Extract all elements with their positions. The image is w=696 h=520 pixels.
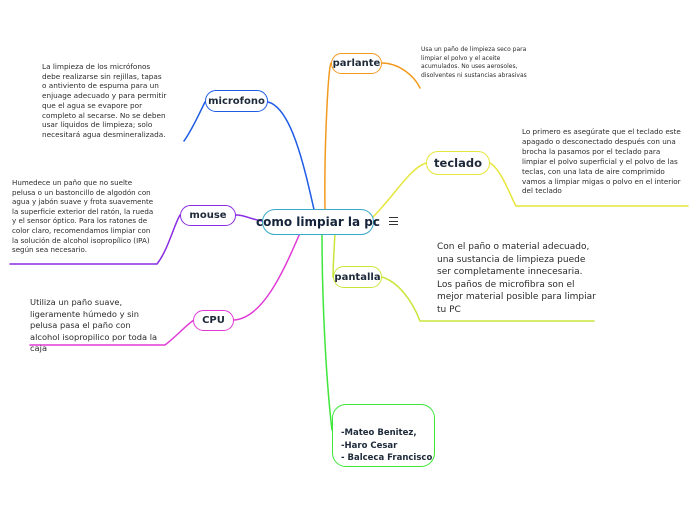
author-name: - Balceca Francisco (341, 453, 433, 463)
central-topic[interactable]: como limpiar la pc (256, 209, 380, 235)
topic-microfono[interactable]: microfono (205, 90, 268, 112)
topic-pantalla-label: pantalla (334, 271, 381, 283)
topic-cpu[interactable]: CPU (193, 310, 234, 331)
underline-microfono (183, 101, 206, 142)
authors-list: -Mateo Benitez, -Haro Cesar - Balceca Fr… (341, 427, 432, 465)
underline-mouse (9, 214, 181, 265)
topic-teclado-label: teclado (434, 156, 482, 170)
topic-mouse[interactable]: mouse (180, 205, 236, 226)
central-topic-label: como limpiar la pc (256, 215, 381, 229)
menu-icon[interactable] (389, 217, 398, 225)
underline-teclado (489, 162, 689, 207)
note-cpu: Utiliza un paño suave, ligeramente húmed… (30, 297, 158, 353)
link-mouse (235, 214, 263, 222)
link-cpu (233, 232, 301, 321)
underline-pantalla (381, 276, 595, 322)
link-autores (321, 232, 333, 431)
topic-microfono-label: microfono (208, 95, 265, 107)
underline-parlante (381, 62, 421, 89)
link-teclado (371, 162, 427, 219)
topic-mouse-label: mouse (189, 210, 227, 221)
note-parlante: Usa un paño de limpieza seco para limpia… (421, 46, 527, 79)
underline-cpu (29, 319, 195, 346)
note-microfono: La limpieza de los micrófonos debe reali… (42, 62, 167, 139)
topic-parlante-label: parlante (332, 58, 381, 69)
note-teclado: Lo primero es asegúrate que el teclado e… (522, 127, 681, 196)
topic-cpu-label: CPU (202, 315, 225, 326)
topic-parlante[interactable]: parlante (331, 53, 382, 74)
author-name: -Mateo Benitez, (341, 428, 417, 438)
link-microfono (267, 101, 316, 215)
note-mouse: Humedece un paño que no suelte pelusa o … (12, 178, 154, 255)
topic-pantalla[interactable]: pantalla (333, 266, 382, 288)
topic-teclado[interactable]: teclado (426, 151, 490, 175)
author-name: -Haro Cesar (341, 440, 398, 451)
note-pantalla: Con el paño o material adecuado, una sus… (437, 242, 596, 315)
topic-autores[interactable]: -Mateo Benitez, -Haro Cesar - Balceca Fr… (332, 404, 435, 467)
link-parlante (324, 62, 332, 211)
